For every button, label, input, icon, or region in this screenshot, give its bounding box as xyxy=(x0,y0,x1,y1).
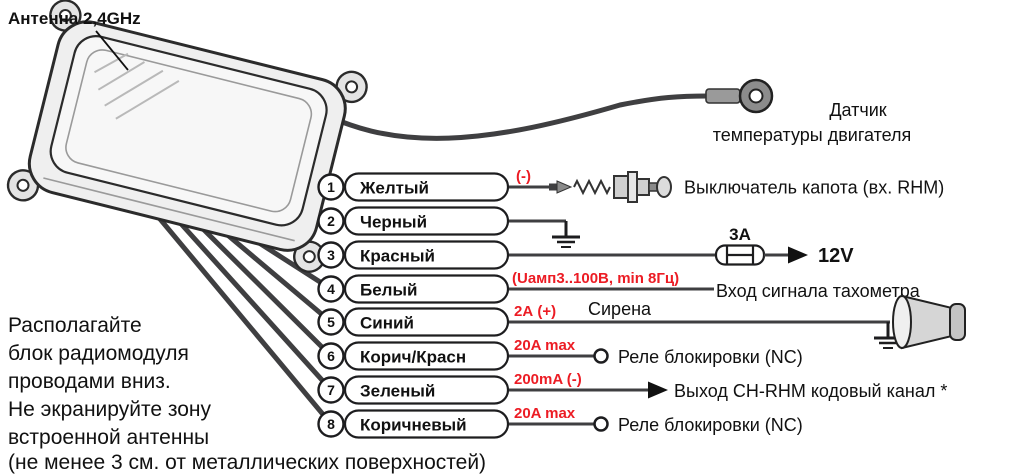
ear-hole xyxy=(345,80,359,94)
fuse-rating: 3А xyxy=(729,225,751,244)
temp-sensor-terminal xyxy=(705,78,774,114)
wire-number: 1 xyxy=(327,179,335,195)
wire-row-3: 3А Красный 12V 3 xyxy=(317,225,854,270)
module-lid-contour xyxy=(65,49,313,213)
wire-pill xyxy=(343,375,510,405)
wire-number-badge xyxy=(317,173,345,201)
wire-name: Корич/Красн xyxy=(360,348,466,367)
temp-sensor-label-line2: температуры двигателя xyxy=(713,125,912,145)
wire-desc: 12V xyxy=(818,245,854,267)
wire-row-7: Зеленый 200mA (-) Выход CH-RHM кодовый к… xyxy=(317,371,947,405)
wire-name: Зеленый xyxy=(360,382,435,401)
wire-number-badge xyxy=(317,207,345,235)
switch-cap xyxy=(656,176,672,198)
temp-sensor-label-line1: Датчик xyxy=(829,100,886,120)
ring-terminal-hole xyxy=(748,88,764,104)
switch-bushing xyxy=(636,178,650,196)
radio-module xyxy=(6,0,368,273)
wire-number: 3 xyxy=(327,247,335,263)
module-wire-7 xyxy=(162,203,334,393)
wire-pill xyxy=(343,206,510,236)
wire-pill xyxy=(343,240,510,270)
note-line: блок радиомодуля xyxy=(8,342,189,365)
wire-row-6: Корич/Красн 20A max Реле блокировки (NC)… xyxy=(317,337,803,371)
siren-icon xyxy=(892,294,966,350)
wire-number: 6 xyxy=(327,348,335,364)
wire-desc: Выход CH-RHM кодовый канал * xyxy=(674,381,947,401)
note-line: (не менее 3 см. от металлических поверхн… xyxy=(8,451,486,474)
wire-desc: Реле блокировки (NC) xyxy=(618,415,803,435)
wire-spec: 20A max xyxy=(514,405,576,422)
wire-name: Желтый xyxy=(359,179,429,198)
terminal-circle-icon xyxy=(593,348,609,364)
ear-hole xyxy=(302,250,316,264)
wire-pill xyxy=(343,274,510,304)
wire-number: 2 xyxy=(327,213,335,229)
module-seam xyxy=(43,177,295,242)
placement-note: Располагайте блок радиомодуля проводами … xyxy=(8,314,486,474)
module-wire-8 xyxy=(142,198,334,427)
ground-icon xyxy=(552,221,580,248)
module-lid xyxy=(49,35,328,227)
note-line: проводами вниз. xyxy=(8,370,171,393)
wire-number: 4 xyxy=(327,281,335,297)
wire-number-badge xyxy=(317,241,345,269)
hood-switch-icon xyxy=(549,171,672,203)
switch-nut xyxy=(627,171,638,203)
wire-pill xyxy=(343,341,510,371)
wire-row-4: Белый (Uамп3..100В, min 8Гц) Вход сигнал… xyxy=(317,270,921,304)
wire-desc: Реле блокировки (NC) xyxy=(618,347,803,367)
spade-crimp xyxy=(549,183,557,191)
wire-spec: 200mA (-) xyxy=(514,371,582,388)
temp-sensor-wire xyxy=(297,93,711,141)
wire-number-badge xyxy=(317,410,345,438)
wire-desc: Вход сигнала тахометра xyxy=(716,281,921,301)
wire-pill xyxy=(343,307,510,337)
note-line: встроенной антенны xyxy=(8,426,209,449)
wire-row-2: Черный 2 xyxy=(317,206,580,248)
note-line: Располагайте xyxy=(8,314,142,337)
wire-spec: 20A max xyxy=(514,337,576,354)
wire-spec: 2А (+) xyxy=(514,303,556,320)
switch-body xyxy=(613,175,629,199)
wire-number-badge xyxy=(317,275,345,303)
wire-spec: (Uамп3..100В, min 8Гц) xyxy=(512,270,679,287)
wire-name: Красный xyxy=(360,247,435,266)
module-wire-6 xyxy=(182,208,334,359)
ear-hole xyxy=(58,9,72,23)
wire-number: 5 xyxy=(327,314,335,330)
terminal-sleeve xyxy=(705,88,741,104)
wire-name: Черный xyxy=(360,213,427,232)
wire-row-1: Желтый (-) Выключатель капота (вх. RHM) … xyxy=(317,168,944,203)
antenna-label: Антенна 2,4GHz xyxy=(8,9,141,28)
wire-row-5: Синий 2А (+) Сирена 5 xyxy=(317,294,966,350)
switch-spring xyxy=(573,178,611,196)
wire-spec: (-) xyxy=(516,168,531,185)
wire-row-8: Коричневый 20A max Реле блокировки (NC) … xyxy=(317,405,803,439)
wire-pill xyxy=(343,172,510,202)
wire-number-badge xyxy=(317,342,345,370)
wire-number: 8 xyxy=(327,416,335,432)
wire-number-badge xyxy=(317,376,345,404)
terminal-circle-icon xyxy=(593,416,609,432)
wire-pill xyxy=(343,409,510,439)
ear-hole xyxy=(16,178,30,192)
wire-name: Синий xyxy=(360,314,414,333)
wire-number-badge xyxy=(317,308,345,336)
spade-tip xyxy=(556,180,573,194)
arrow-icon xyxy=(788,246,808,264)
antenna-pointer-line xyxy=(95,30,129,71)
note-line: Не экранируйте зону xyxy=(8,398,212,421)
arrow-icon xyxy=(648,381,668,399)
wire-number: 7 xyxy=(327,382,335,398)
fuse-icon xyxy=(714,244,766,266)
wire-name: Белый xyxy=(360,281,417,300)
wire-desc: Сирена xyxy=(588,299,652,319)
antenna-zone-hatching xyxy=(94,52,180,120)
wire-desc: Выключатель капота (вх. RHM) xyxy=(684,178,944,198)
wire-name: Коричневый xyxy=(360,416,467,435)
